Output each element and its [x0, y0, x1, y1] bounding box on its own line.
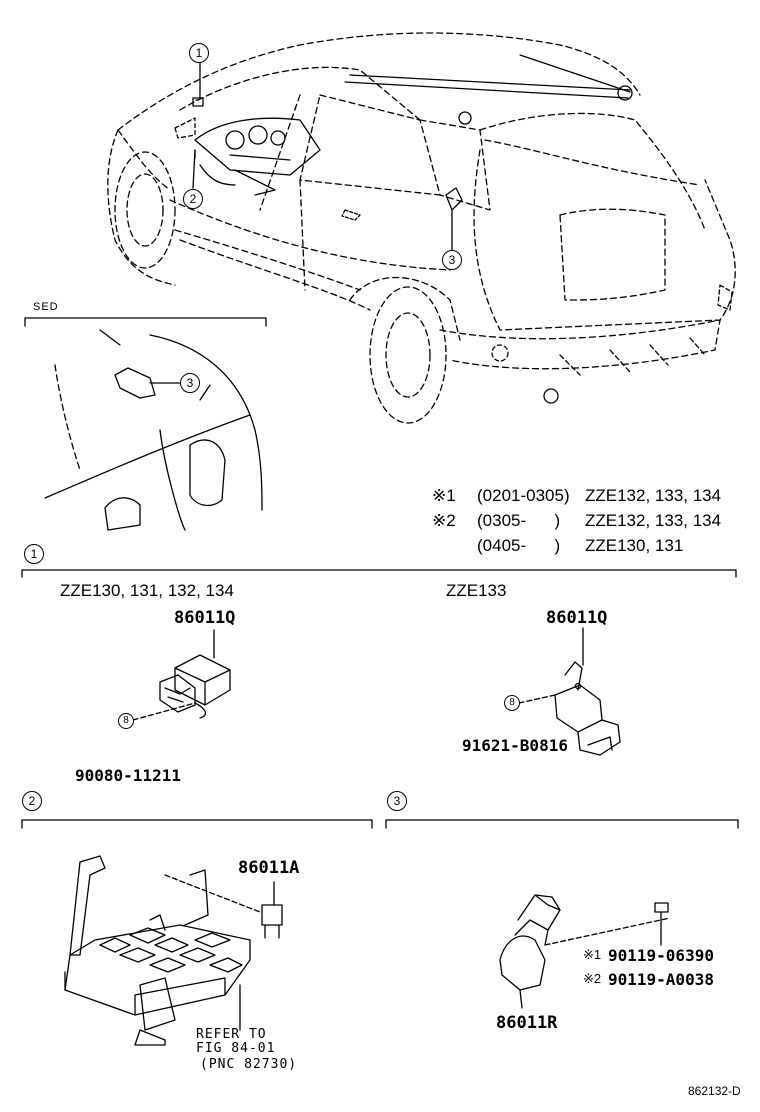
note-2-code: (0305- )	[477, 511, 561, 530]
section2-ref-line3: (PNC 82730)	[200, 1057, 298, 1072]
section1-right-part: 86011Q	[546, 608, 608, 628]
section1-left-bolt-callout: 8	[118, 713, 134, 729]
section3-part: 86011R	[496, 1013, 558, 1033]
note-3-code: (0405- )	[477, 536, 561, 555]
section2-divider	[21, 819, 373, 829]
screw1-mark: ※1	[583, 947, 602, 962]
section1-right-bolt-callout: 8	[504, 695, 520, 711]
note-1-mark: ※1	[432, 486, 456, 505]
relay-86011r	[499, 894, 671, 1009]
note-3-models: ZZE130, 131	[585, 536, 684, 555]
section2-ref-line1: REFER TO	[196, 1027, 267, 1042]
note-1-models: ZZE132, 133, 134	[585, 486, 722, 505]
callout-3: 3	[442, 250, 462, 270]
screw1-part: 90119-06390	[608, 946, 714, 965]
section2-ref-line2: FIG 84-01	[196, 1041, 276, 1056]
sed-label: SED	[33, 301, 59, 313]
screw2-part: 90119-A0038	[608, 970, 714, 989]
section3-divider	[385, 819, 739, 829]
section-2-number: 2	[22, 791, 42, 811]
vehicle-callout-leaders	[192, 62, 453, 251]
note-1-code: (0201-0305)	[477, 486, 570, 505]
section1-right-models: ZZE133	[446, 581, 507, 600]
relay-86011q-left	[132, 629, 231, 721]
vehicle-illustration	[107, 32, 736, 424]
sed-inset	[24, 317, 267, 531]
section1-left-part: 86011Q	[174, 608, 236, 628]
callout-2: 2	[183, 189, 203, 209]
screw2-mark: ※2	[583, 971, 602, 986]
section-3-number: 3	[387, 791, 407, 811]
note-2-mark: ※2	[432, 511, 456, 530]
callout-3-sed: 3	[180, 373, 200, 393]
section1-left-models: ZZE130, 131, 132, 134	[60, 581, 234, 600]
note-2-models: ZZE132, 133, 134	[585, 511, 722, 530]
figure-code: 862132-D	[688, 1084, 741, 1098]
callout-1: 1	[189, 43, 209, 63]
section2-part: 86011A	[238, 858, 300, 878]
section1-right-bolt: 91621-B0816	[462, 736, 568, 755]
section1-left-bolt: 90080-11211	[75, 766, 181, 785]
relay-86011q-right	[518, 627, 621, 756]
section1-divider	[21, 569, 737, 578]
section-1-number: 1	[24, 544, 44, 564]
junction-block	[64, 855, 283, 1046]
